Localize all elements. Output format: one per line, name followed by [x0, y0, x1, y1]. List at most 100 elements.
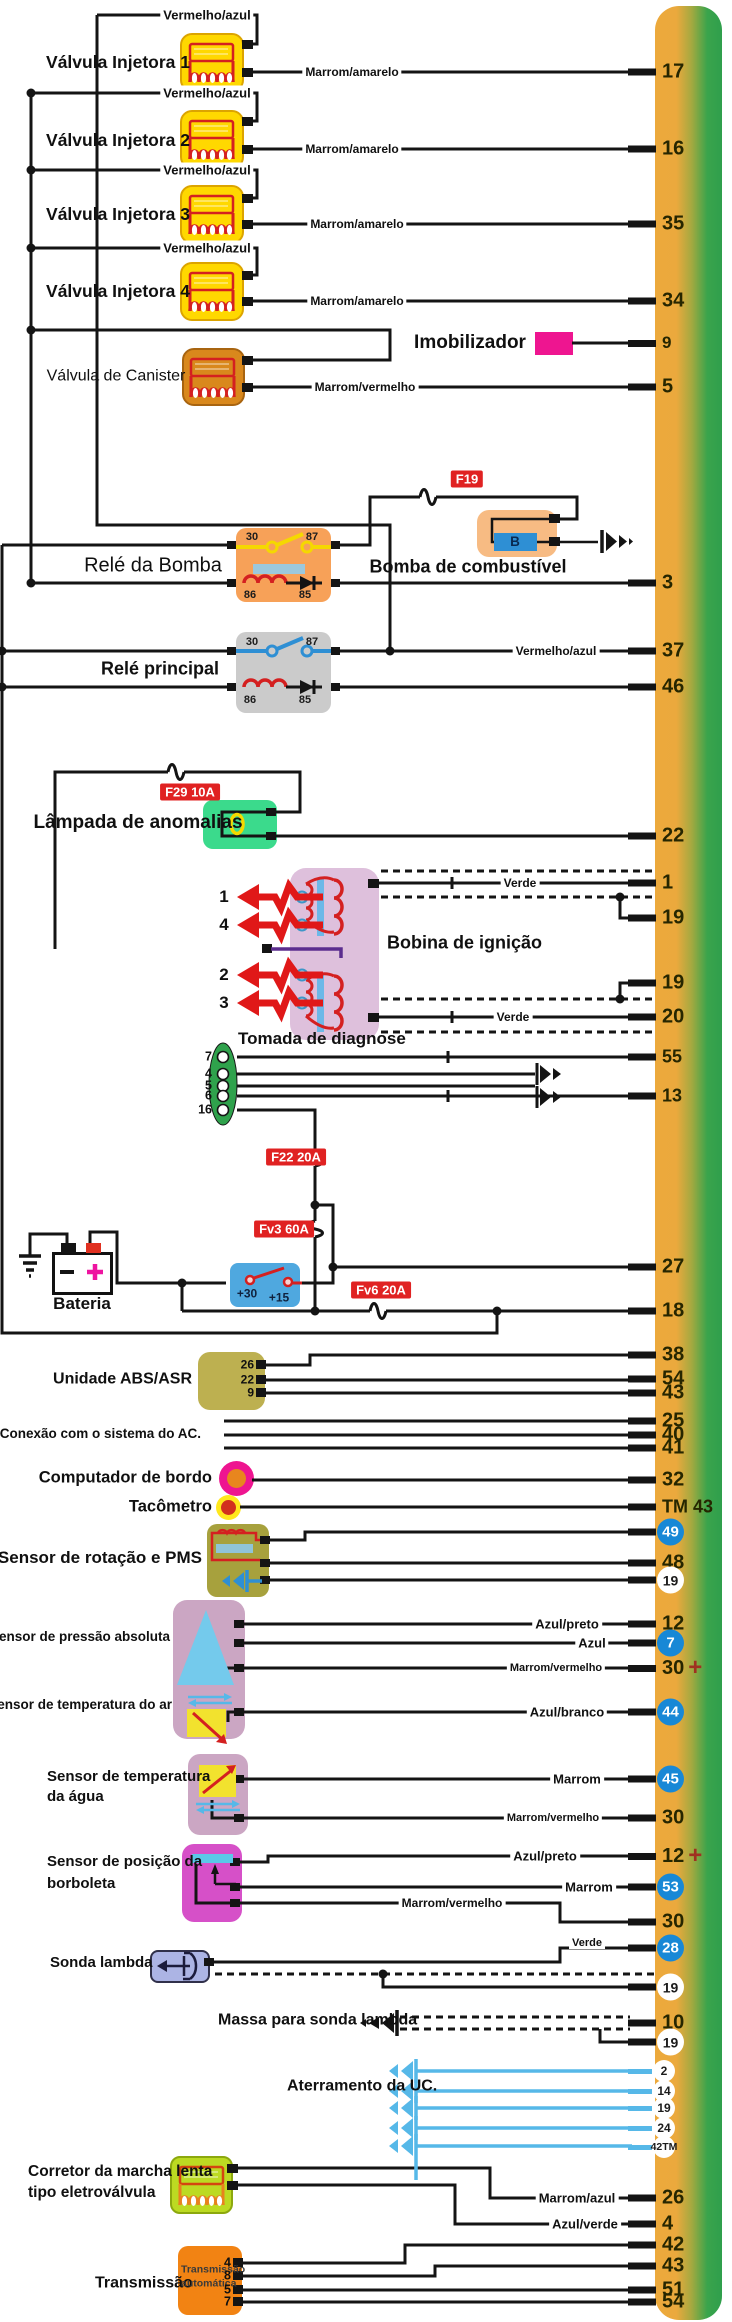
fuse-squiggles	[166, 488, 438, 1320]
pin-tab	[628, 2019, 656, 2027]
trans-pin-8: 8	[224, 2268, 231, 2283]
label-canister: Válvula de Canister	[46, 367, 186, 385]
pin-number: 42	[662, 2233, 685, 2256]
wire-color-label: Marrom/amarelo	[302, 142, 402, 156]
pin-number: 10	[662, 2011, 685, 2034]
pin-number: 19	[662, 971, 685, 994]
pin-tab	[628, 383, 656, 391]
battery-terminal-neg	[61, 1243, 76, 1253]
ecu-pin: 30 +	[628, 1654, 702, 1682]
solenoid-icons	[178, 42, 236, 2208]
ecu-pin: 30	[628, 1807, 688, 1830]
abs-unit-box	[198, 1352, 265, 1410]
label-injector-3: Válvula Injetora 3	[46, 203, 190, 224]
pin-tab	[628, 1053, 656, 1061]
pin-tab	[628, 2286, 656, 2294]
switch-plus15: +15	[268, 1290, 290, 1305]
trip-computer-inner	[227, 1469, 246, 1488]
pin-tab	[628, 297, 656, 305]
ecu-pin: 5	[628, 376, 677, 399]
label-idle-1: Corretor da marcha lenta	[28, 2162, 213, 2180]
pin-number: 35	[662, 212, 685, 235]
pin-tab	[628, 2241, 656, 2249]
label-battery: Bateria	[53, 1294, 111, 1314]
label-diagnostic: Tomada de diagnose	[238, 1029, 406, 1049]
fuel-pump-ground-icon	[600, 530, 633, 553]
cylinder-3: 3	[219, 993, 229, 1013]
ecu-pin: 1	[628, 872, 677, 895]
fuel-pump-symbol: B	[510, 533, 520, 549]
pin-tab	[628, 1013, 656, 1021]
wire-color-label: Azul/branco	[526, 1704, 608, 1720]
diag-pin-4: 4	[205, 1066, 212, 1081]
label-lambda: Sonda lambda	[50, 1954, 153, 1972]
ecu-pin: 25	[628, 1410, 688, 1433]
ecu-pin: 7	[628, 1629, 688, 1657]
plus-mark: +	[688, 1654, 703, 1681]
pin-tab	[628, 2125, 652, 2131]
pin-number: 30	[662, 1656, 685, 1679]
pin-number: 51	[662, 2278, 685, 2301]
wires-dashed	[215, 869, 656, 2031]
pin-number: 41	[662, 1436, 685, 1459]
pin-tab	[628, 832, 656, 840]
pin-tab	[628, 1814, 656, 1822]
pin-tab	[628, 1576, 656, 1584]
pin-number: 19	[657, 1973, 684, 2001]
pin-number: 54	[662, 1367, 685, 1390]
pin-number: 25	[662, 1409, 685, 1432]
ecu-pin: 46	[628, 676, 688, 699]
pin-tab	[628, 1431, 656, 1439]
pin-number: 12	[662, 1844, 685, 1867]
pin-number: 55	[662, 1046, 683, 1067]
label-abs: Unidade ABS/ASR	[53, 1370, 192, 1388]
pin-number: 44	[657, 1698, 684, 1726]
pin-tab	[628, 2144, 652, 2150]
ecu-pin: 49	[628, 1518, 688, 1546]
trans-pin-7: 7	[224, 2294, 231, 2309]
pin-tab	[628, 1639, 656, 1647]
label-transmission: Transmissão	[95, 2274, 193, 2292]
wire-color-label: Vermelho/azul	[160, 162, 254, 178]
ecu-pin: 19	[628, 972, 688, 995]
wire-color-label: Verde	[500, 876, 540, 890]
plus-mark: +	[688, 1842, 703, 1869]
pin-number: 24	[653, 2117, 675, 2139]
main-relay-t86: 86	[243, 694, 257, 707]
label-water-temp-2: da água	[47, 1788, 104, 1806]
diagnostic-connector-icon	[208, 1042, 238, 1126]
ecu-pin: 19	[628, 2028, 688, 2056]
main-relay-t85: 85	[298, 694, 312, 707]
ecu-pin: 38	[628, 1344, 688, 1367]
diag-pin-7: 7	[205, 1049, 212, 1064]
diagnostic-link-arrows	[535, 1063, 561, 1108]
pin-number: 12	[662, 1612, 685, 1635]
ecu-pin: 22	[628, 825, 688, 848]
label-ignition-coil: Bobina de ignição	[387, 932, 543, 953]
pin-tab	[628, 1708, 656, 1716]
trans-pin-5: 5	[224, 2282, 231, 2297]
ecu-pin: 12	[628, 1613, 688, 1636]
pin-tab	[628, 1559, 656, 1567]
pin-tab	[628, 2194, 656, 2202]
ecu-pin: 19	[628, 1973, 688, 2001]
pin-number: 54	[662, 2290, 685, 2313]
main-relay-icon	[236, 636, 331, 694]
ecu-pin: 51	[628, 2279, 688, 2302]
ignition-switch-icon	[244, 1266, 302, 1288]
pin-tab	[628, 2220, 656, 2228]
wire-color-label: Marrom/vermelho	[503, 1812, 603, 1824]
pin-tab	[628, 2088, 652, 2094]
ecu-pin: 43	[628, 1382, 688, 1405]
label-water-temp-1: Sensor de temperatura	[47, 1768, 211, 1786]
trans-box-line2: automática	[181, 2277, 237, 2290]
pin-number: 19	[662, 906, 685, 929]
switch-plus30: +30	[236, 1286, 258, 1301]
pin-number: 30	[662, 1910, 685, 1933]
pin-number: 43	[662, 2254, 685, 2277]
pin-number: 7	[657, 1629, 684, 1657]
pin-tab	[628, 1092, 656, 1100]
pump-relay-t85: 85	[298, 589, 312, 602]
ecu-pin: 19	[628, 907, 688, 930]
pin-number: 9	[662, 333, 672, 352]
